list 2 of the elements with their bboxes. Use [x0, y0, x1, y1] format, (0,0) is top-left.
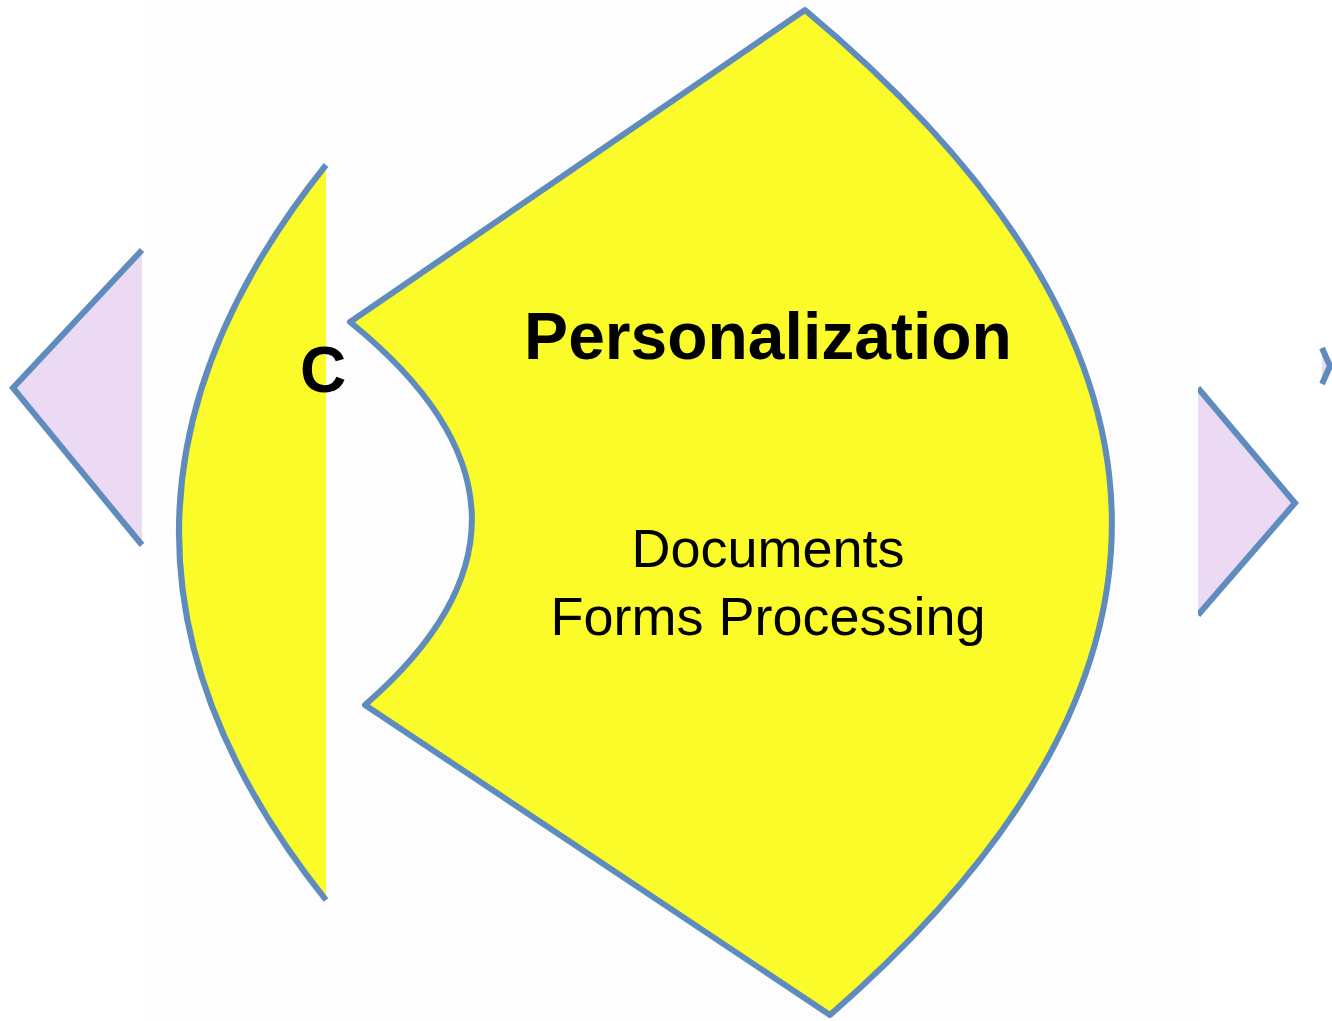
- body-text: Documents Forms Processing: [550, 517, 986, 648]
- heading: Personalization: [524, 298, 1012, 375]
